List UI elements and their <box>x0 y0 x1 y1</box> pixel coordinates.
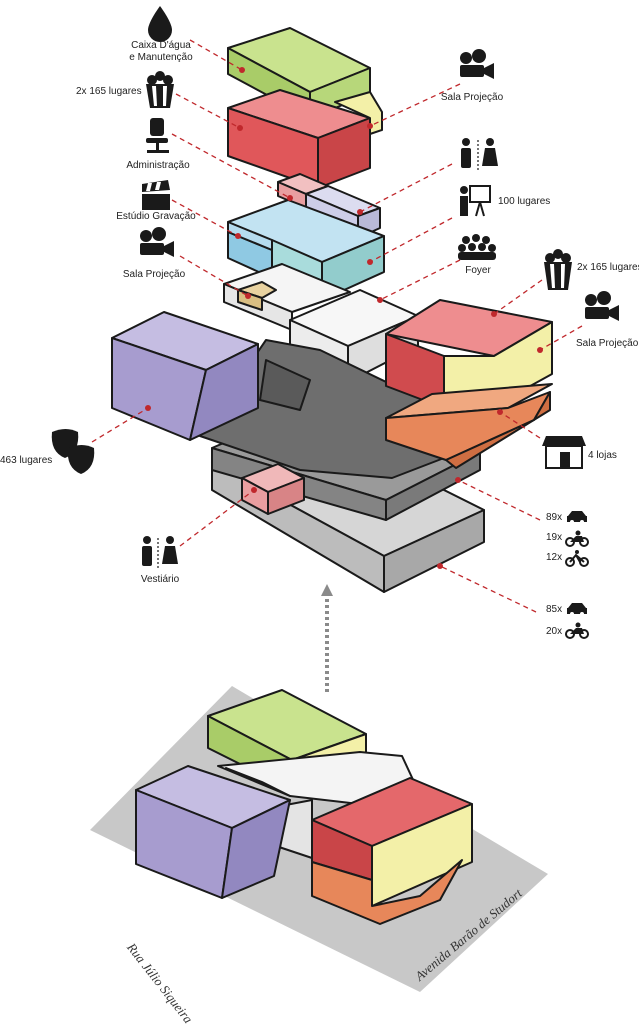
restroom-icon-left <box>142 536 178 570</box>
label-vestiario: Vestiário <box>140 574 180 585</box>
crowd-icon <box>458 234 496 260</box>
clapperboard-icon <box>142 180 170 210</box>
architecture-exploded-diagram: Caixa D'água e Manutenção 2x 165 lugares… <box>0 6 639 1026</box>
film-camera-icon <box>140 227 174 257</box>
label-463-lugares: 463 lugares <box>0 455 53 466</box>
label-100-lugares: 100 lugares <box>498 196 551 207</box>
assembly-arrow <box>321 584 333 692</box>
popcorn-icon <box>146 71 174 108</box>
label-sala-projecao-top: Sala Projeção <box>440 92 504 103</box>
parking-count-motorcycles-upper: 19x <box>546 532 563 543</box>
label-estudio-gravacao: Estúdio Gravação <box>116 211 196 222</box>
label-2x165-left: 2x 165 lugares <box>76 86 142 97</box>
block-sala-165-right <box>385 299 553 409</box>
parking-count-motorcycles-lower: 20x <box>546 626 563 637</box>
bicycle-icon <box>565 550 589 567</box>
motorcycle-icon <box>565 530 589 547</box>
water-drop-icon <box>148 6 172 42</box>
block-lojas <box>385 383 553 469</box>
diagram-canvas <box>51 6 619 992</box>
label-4-lojas: 4 lojas <box>588 450 617 461</box>
popcorn-icon-right <box>544 249 572 290</box>
parking-count-cars-lower: 85x <box>546 604 563 615</box>
label-foyer: Foyer <box>465 265 491 276</box>
theater-masks-icon <box>51 429 95 474</box>
label-caixa-agua-line1: Caixa D'água <box>131 40 191 51</box>
assembled-view <box>90 686 548 992</box>
shop-icon <box>542 436 586 469</box>
label-caixa-agua-line2: e Manutenção <box>129 52 193 63</box>
label-caixa-agua: Caixa D'água e Manutenção <box>129 40 192 64</box>
presentation-board-icon <box>460 185 491 217</box>
label-2x165-right: 2x 165 lugares <box>577 262 639 273</box>
motorcycle-icon <box>565 622 589 639</box>
block-auditorio-463 <box>111 311 259 441</box>
parking-count-bicycles-upper: 12x <box>546 552 563 563</box>
block-vestiario <box>241 463 305 515</box>
label-sala-projecao-left: Sala Projeção <box>122 269 186 280</box>
block-sala-165-top <box>227 89 383 189</box>
leader-dots <box>145 67 543 569</box>
label-sala-projecao-right: Sala Projeção <box>576 338 639 349</box>
restroom-icon-right <box>461 138 498 172</box>
parking-count-cars-upper: 89x <box>546 512 563 523</box>
car-icon <box>567 603 587 616</box>
office-chair-icon <box>146 118 169 153</box>
film-camera-icon-right <box>585 291 619 321</box>
leader-lines <box>91 39 583 613</box>
film-camera-icon-top <box>460 49 494 79</box>
label-administracao: Administração <box>126 160 190 171</box>
car-icon <box>567 511 587 524</box>
